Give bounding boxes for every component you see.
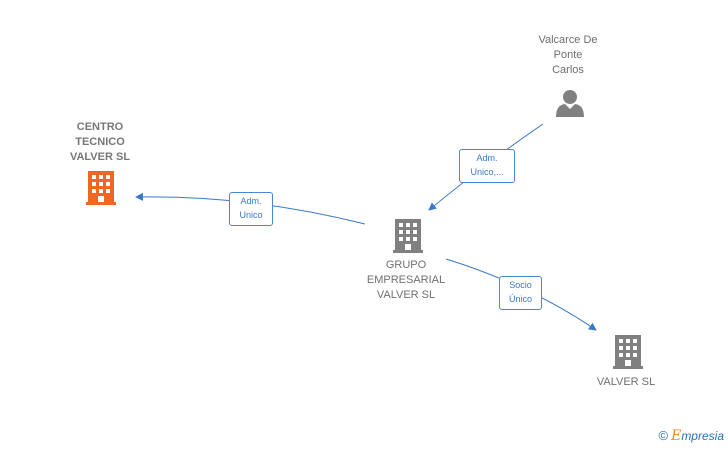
node-label-grupo-empresarial[interactable]: GRUPO EMPRESARIAL VALVER SL [366,259,446,301]
brand-watermark: ©Empresia [658,428,724,444]
edge-label-adm-unico-person: Adm. Unico,... [459,149,515,183]
edge-label-adm-unico-centro: Adm. Unico [229,192,273,226]
copyright-icon: © [658,428,669,443]
person-icon[interactable] [556,90,584,117]
edge-label-socio-unico: Socio Único [499,276,542,310]
node-label-person[interactable]: Valcarce De Ponte Carlos [538,34,598,76]
node-label-centro-tecnico[interactable]: CENTRO TECNICO VALVER SL [69,121,131,163]
building-icon[interactable] [86,171,116,205]
building-icon[interactable] [393,219,423,253]
node-label-valver[interactable]: VALVER SL [596,376,656,388]
building-icon[interactable] [613,335,643,369]
